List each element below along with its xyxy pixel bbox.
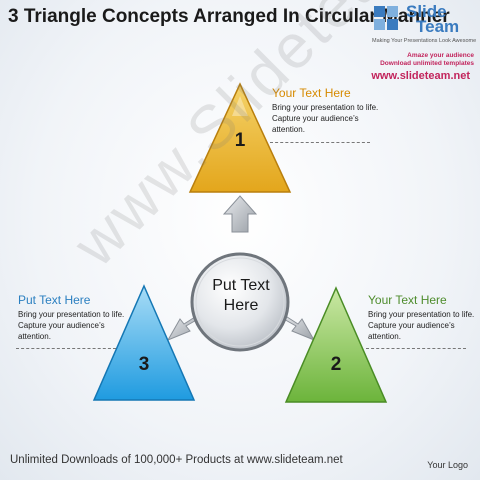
text-block-2-line-3: attention.: [368, 332, 401, 341]
text-block-2-body: Bring your presentation to life. Capture…: [368, 309, 474, 342]
text-block-3-line-2: Capture your audience’s: [18, 321, 105, 330]
promo-website: www.slideteam.net: [371, 70, 470, 82]
logo-name-line1: Slide: [406, 2, 447, 21]
text-block-1-body: Bring your presentation to life. Capture…: [272, 102, 378, 135]
text-block-1-divider: [270, 142, 370, 143]
text-block-2-divider: [366, 348, 466, 349]
text-block-3-body: Bring your presentation to life. Capture…: [18, 309, 124, 342]
triangle-1: [188, 82, 292, 193]
text-block-1-line-3: attention.: [272, 125, 305, 134]
text-block-triangle-3: Put Text Here Bring your presentation to…: [18, 293, 124, 342]
triangle-3: [92, 284, 196, 401]
text-block-1-heading: Your Text Here: [272, 86, 351, 100]
footer-your-logo: Your Logo: [427, 460, 468, 470]
text-block-3-line-1: Bring your presentation to life.: [18, 310, 125, 319]
text-block-2-heading: Your Text Here: [368, 293, 447, 307]
text-block-triangle-2: Your Text Here Bring your presentation t…: [368, 293, 474, 342]
center-label-line-1: Put Text: [212, 277, 270, 294]
text-block-1-line-2: Capture your audience’s: [272, 114, 359, 123]
center-label: Put Text Here: [196, 276, 286, 316]
triangle-1-highlight: [232, 96, 248, 116]
center-label-line-2: Here: [223, 297, 259, 314]
text-block-1-line-1: Bring your presentation to life.: [272, 103, 379, 112]
text-block-2-line-2: Capture your audience’s: [368, 321, 455, 330]
promo-line-2: Download unlimited templates: [380, 60, 474, 67]
slide-title: 3 Triangle Concepts Arranged In Circular…: [8, 6, 450, 27]
triangle-3-number: 3: [139, 354, 150, 375]
center-circle: [190, 252, 290, 352]
triangle-2: [284, 286, 388, 403]
triangle-2-number: 2: [331, 354, 342, 375]
text-block-2-line-1: Bring your presentation to life.: [368, 310, 475, 319]
center-circle-inner-ring: [195, 257, 285, 347]
text-block-3-divider: [16, 348, 116, 349]
text-block-triangle-1: Your Text Here Bring your presentation t…: [272, 86, 378, 135]
arrow-up-to-triangle-1: [222, 195, 258, 233]
triangle-1-number: 1: [235, 130, 246, 151]
text-block-3-heading: Put Text Here: [18, 293, 91, 307]
slideteam-logo-mark-icon: [374, 6, 398, 30]
logo-tagline: Making Your Presentations Look Awesome: [372, 38, 477, 44]
promo-line-1: Amaze your audience: [407, 52, 474, 59]
arrow-right-to-triangle-2: [281, 314, 316, 342]
logo-name-line2: Team: [416, 17, 460, 36]
footer-downloads-text: Unlimited Downloads of 100,000+ Products…: [10, 454, 343, 466]
text-block-3-line-3: attention.: [18, 332, 51, 341]
